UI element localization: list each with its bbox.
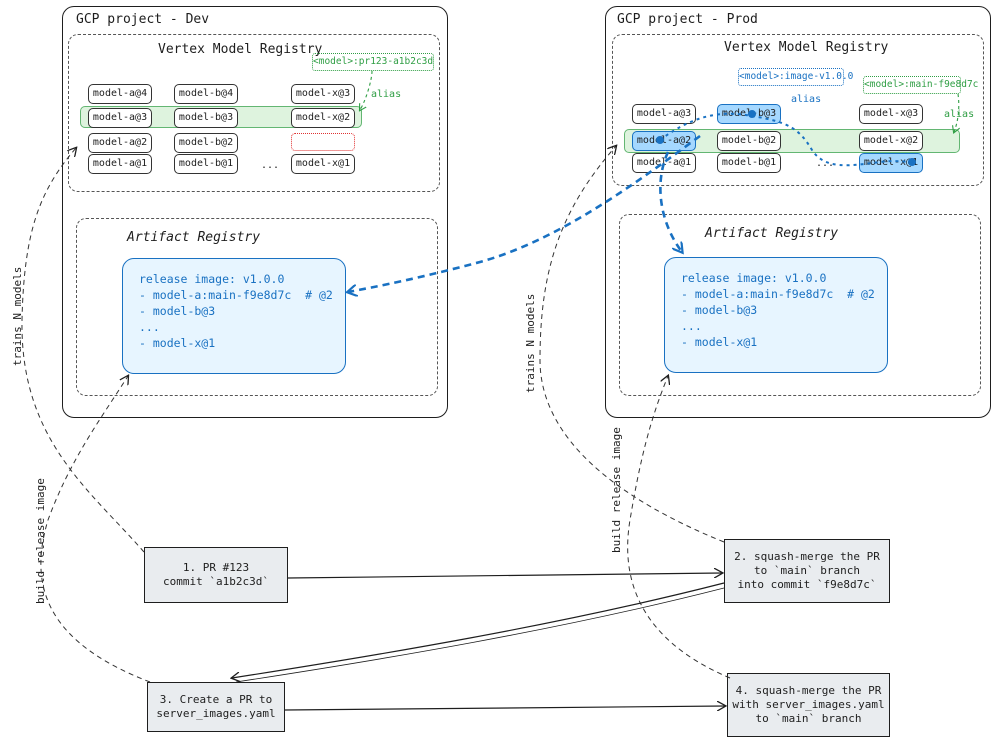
dev-model-b-2: model-b@2 [174,133,238,153]
step-2-line-2: to `main` branch [754,564,860,577]
dev-release-line-5: ... [139,320,160,334]
dev-model-a-1: model-a@1 [88,154,152,174]
dev-release-line-4: - model-b@3 [139,304,216,318]
dev-model-a-4: model-a@4 [88,84,152,104]
step-4-box: 4. squash-merge the PR with server_image… [727,673,890,737]
prod-model-a-1: model-a@1 [632,153,696,173]
step-2-box: 2. squash-merge the PR to `main` branch … [724,539,890,603]
arrow-step2-to-step3-shadow [235,587,725,683]
dev-alias-box: <model>:pr123-a1b2c3d [312,53,434,71]
prod-alias-box-main: <model>:main-f9e8d7c [863,76,978,94]
prod-model-a-3: model-a@3 [632,104,696,124]
prod-release-image: release image: v1.0.0 - model-a:main-f9e… [664,257,888,373]
dev-alias-label: alias [371,89,402,100]
prod-model-x-1: model-x@1 [859,153,923,173]
dev-model-b-4: model-b@4 [174,84,238,104]
step-4-line-2: with server_images.yaml [732,698,885,711]
dev-model-b-1: model-b@1 [174,154,238,174]
prod-vertex-title: Vertex Model Registry [724,40,889,55]
prod-alias-box-image: <model>:image-v1.0.0 [738,68,853,86]
dev-release-image: release image: v1.0.0 - model-a:main-f9e… [122,258,346,374]
dev-empty-slot [291,133,355,151]
prod-release-line-4: - model-b@3 [681,303,758,317]
prod-model-b-3: model-b@3 [717,104,781,124]
dev-ellipsis: ... [261,160,280,171]
dev-model-x-2: model-x@2 [291,108,355,128]
trains-label-left: trains N models [11,266,24,366]
prod-model-b-1: model-b@1 [717,153,781,173]
dev-release-line-1: release image: v1.0.0 [139,272,285,286]
step-1-line-2: commit `a1b2c3d` [163,575,269,588]
prod-alias-label-green: alias [944,109,975,120]
build-label-right: build release image [610,427,623,553]
dev-project-title: GCP project - Dev [76,12,210,27]
step-2-line-3: into commit `f9e8d7c` [737,578,877,591]
step-3-line-1: 3. Create a PR to [159,693,273,706]
step-1-box: 1. PR #123 commit `a1b2c3d` [144,547,288,603]
prod-project-title: GCP project - Prod [617,12,758,27]
prod-vertex-registry-box [612,34,984,186]
step-1-line-1: 1. PR #123 [182,561,250,574]
prod-model-a-2: model-a@2 [632,131,696,151]
prod-ellipsis: ... [816,158,835,169]
dev-vertex-registry-box [68,34,440,192]
dev-release-line-3: - model-a:main-f9e8d7c # @2 [139,288,333,302]
dev-model-b-3: model-b@3 [174,108,238,128]
step-2-line-1: 2. squash-merge the PR [734,550,880,563]
build-label-left: build release image [34,478,47,604]
trains-label-right: trains N models [524,293,537,393]
dev-model-a-3: model-a@3 [88,108,152,128]
prod-release-line-5: ... [681,319,702,333]
arrow-step3-to-step4 [284,706,725,710]
dev-release-line-6: - model-x@1 [139,336,216,350]
arrow-step1-to-step2 [287,573,722,579]
dev-model-a-2: model-a@2 [88,133,152,153]
prod-release-line-6: - model-x@1 [681,335,758,349]
build-arrow-left [40,376,151,683]
dev-model-x-3: model-x@3 [291,84,355,104]
step-4-line-1: 4. squash-merge the PR [735,684,882,697]
dev-model-x-1: model-x@1 [291,154,355,174]
step-4-line-3: to `main` branch [755,712,862,725]
dev-artifact-title: Artifact Registry [127,230,261,245]
step-3-box: 3. Create a PR to server_images.yaml [147,682,285,732]
dev-vertex-title: Vertex Model Registry [158,42,323,57]
prod-model-b-2: model-b@2 [717,131,781,151]
prod-model-x-2: model-x@2 [859,131,923,151]
build-arrow-right [627,376,731,679]
prod-release-line-3: - model-a:main-f9e8d7c # @2 [681,287,875,301]
prod-artifact-title: Artifact Registry [705,226,839,241]
arrow-step2-to-step3 [232,582,725,678]
step-3-line-2: server_images.yaml [156,707,276,720]
prod-model-x-3: model-x@3 [859,104,923,124]
prod-alias-label-blue: alias [791,94,822,105]
prod-release-line-1: release image: v1.0.0 [681,271,827,285]
